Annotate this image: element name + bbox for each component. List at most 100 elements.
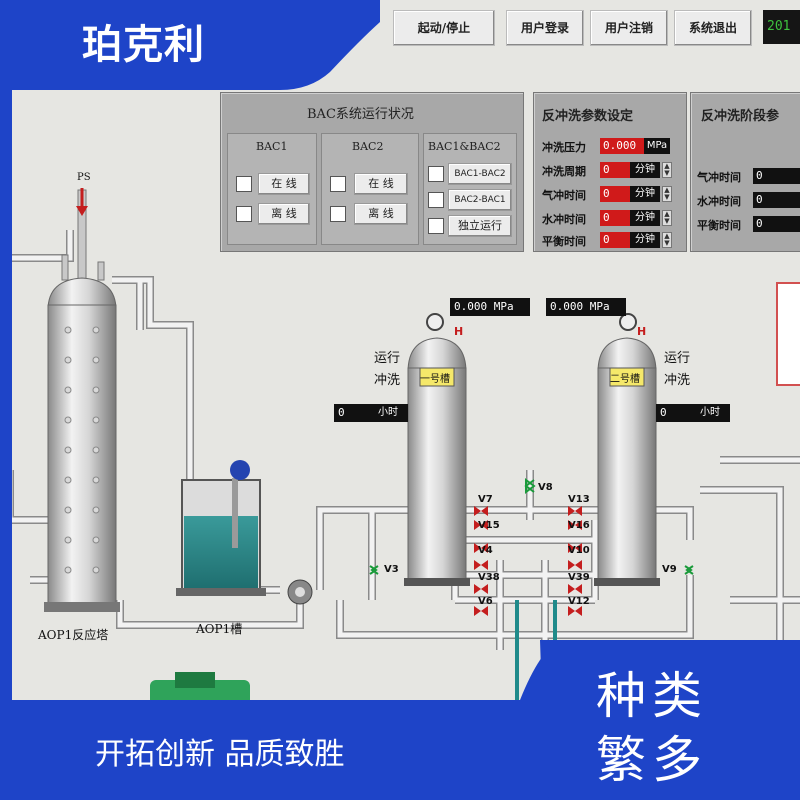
- water-wash-time-unit: 分钟: [630, 210, 660, 226]
- bac1-online-checkbox[interactable]: [236, 176, 252, 192]
- water-wash-time-value[interactable]: 0: [600, 210, 630, 226]
- tank1-hours-unit: 小时: [374, 404, 408, 422]
- wash-pressure-label: 冲洗压力: [542, 141, 586, 154]
- valve-v6[interactable]: V6: [478, 596, 493, 607]
- tank2-label: 二号槽: [610, 374, 640, 385]
- bac2-title: BAC2: [352, 140, 384, 153]
- bac1-title: BAC1: [256, 140, 288, 153]
- reactor-dots: [64, 326, 100, 574]
- water-wash-time-spinner[interactable]: ▲▼: [662, 210, 672, 226]
- system-exit-button[interactable]: 系统退出: [674, 10, 752, 46]
- tank1-pressure-display: 0.000 MPa: [450, 298, 530, 316]
- valve-v16[interactable]: V16: [568, 520, 590, 531]
- badge-line-1: 种类: [596, 667, 708, 725]
- start-stop-button[interactable]: 起动/停止: [393, 10, 495, 46]
- balance-time-spinner[interactable]: ▲▼: [662, 232, 672, 248]
- tank1-gauge-marker: H: [454, 325, 464, 338]
- stage-air-time-value: 0: [753, 168, 800, 184]
- air-wash-time-value[interactable]: 0: [600, 186, 630, 202]
- valve-v9[interactable]: V9: [662, 564, 677, 575]
- tank1-run-label: 运行: [373, 351, 400, 366]
- stage-water-time-label: 水冲时间: [697, 195, 741, 208]
- bac2-offline-button[interactable]: 离 线: [354, 203, 408, 225]
- tank2-wash-label: 冲洗: [663, 373, 690, 388]
- bac1-offline-button[interactable]: 离 线: [258, 203, 310, 225]
- bac1-bac2-button[interactable]: BAC1-BAC2: [448, 163, 512, 185]
- tank-2: [594, 313, 660, 586]
- bac1-bac2-checkbox[interactable]: [428, 166, 444, 182]
- slogan: 开拓创新 品质致胜: [95, 737, 345, 772]
- tank-1: [404, 313, 470, 586]
- bac2-bac1-button[interactable]: BAC2-BAC1: [448, 189, 512, 211]
- brand-name: 珀克利: [82, 22, 205, 68]
- bac-status-panel: BAC系统运行状况 BAC1 在 线 离 线 BAC2 在 线 离 线 BAC1…: [220, 92, 524, 252]
- wash-period-unit: 分钟: [630, 162, 660, 178]
- valve-markers: [474, 506, 582, 616]
- clock-display: 201: [763, 10, 800, 44]
- valve-v12[interactable]: V12: [568, 596, 590, 607]
- tank2-run-label: 运行: [663, 351, 690, 366]
- bac-both-group: BAC1&BAC2 BAC1-BAC2 BAC2-BAC1 独立运行: [423, 133, 517, 245]
- tank1-wash-label: 冲洗: [373, 373, 400, 388]
- stage-balance-time-value: 0: [753, 216, 800, 232]
- tank2-hours-unit: 小时: [696, 404, 730, 422]
- pump-icon: [287, 579, 313, 605]
- bac2-online-button[interactable]: 在 线: [354, 173, 408, 195]
- valve-v15[interactable]: V15: [478, 520, 500, 531]
- wash-pressure-value[interactable]: 0.000: [600, 138, 644, 154]
- independent-run-checkbox[interactable]: [428, 218, 444, 234]
- user-logout-button[interactable]: 用户注销: [590, 10, 668, 46]
- balance-time-label: 平衡时间: [542, 235, 586, 248]
- bac1-group: BAC1 在 线 离 线: [227, 133, 317, 245]
- backwash-settings-title: 反冲洗参数设定: [542, 109, 634, 124]
- tank1-label: 一号槽: [420, 374, 450, 385]
- air-wash-time-label: 气冲时间: [542, 189, 586, 202]
- valve-v4[interactable]: V4: [478, 545, 493, 556]
- air-wash-time-unit: 分钟: [630, 186, 660, 202]
- bac-both-title: BAC1&BAC2: [428, 140, 501, 153]
- wash-period-value[interactable]: 0: [600, 162, 630, 178]
- valve-v39[interactable]: V39: [568, 572, 590, 583]
- teal-pipes: [515, 600, 557, 700]
- tank1-hours-value: 0: [334, 404, 374, 422]
- bac2-group: BAC2 在 线 离 线: [321, 133, 419, 245]
- valve-v8[interactable]: V8: [538, 482, 553, 493]
- water-wash-time-label: 水冲时间: [542, 213, 586, 226]
- valve-v3[interactable]: V3: [384, 564, 399, 575]
- backwash-settings-panel: 反冲洗参数设定 冲洗压力 0.000 MPa 冲洗周期 0 分钟 ▲▼ 气冲时间…: [533, 92, 687, 252]
- valve-v7[interactable]: V7: [478, 494, 493, 505]
- independent-run-button[interactable]: 独立运行: [448, 215, 512, 237]
- green-valves: [369, 478, 694, 575]
- stage-water-time-value: 0: [753, 192, 800, 208]
- wash-period-spinner[interactable]: ▲▼: [662, 162, 672, 178]
- aop-tank-label: AOP1槽: [196, 622, 243, 636]
- reactor-label: AOP1反应塔: [38, 628, 109, 642]
- side-panel-edge: [776, 282, 800, 386]
- valve-v13[interactable]: V13: [568, 494, 590, 505]
- stage-air-time-label: 气冲时间: [697, 171, 741, 184]
- aop1-tank: [176, 460, 266, 596]
- wash-pressure-unit: MPa: [644, 138, 670, 154]
- air-wash-time-spinner[interactable]: ▲▼: [662, 186, 672, 202]
- aop1-reactor: [44, 189, 120, 612]
- stage-balance-time-label: 平衡时间: [697, 219, 741, 232]
- tank2-pressure-display: 0.000 MPa: [546, 298, 626, 316]
- bac2-offline-checkbox[interactable]: [330, 206, 346, 222]
- bac2-online-checkbox[interactable]: [330, 176, 346, 192]
- backwash-stage-title: 反冲洗阶段参: [701, 109, 780, 124]
- valve-v38[interactable]: V38: [478, 572, 500, 583]
- user-login-button[interactable]: 用户登录: [506, 10, 584, 46]
- bac1-offline-checkbox[interactable]: [236, 206, 252, 222]
- ps-label: PS: [77, 172, 91, 183]
- backwash-stage-panel: 反冲洗阶段参 气冲时间 0 水冲时间 0 平衡时间 0: [690, 92, 800, 252]
- wash-period-label: 冲洗周期: [542, 165, 586, 178]
- badge-line-2: 繁多: [596, 731, 708, 789]
- tank2-gauge-marker: H: [637, 325, 647, 338]
- balance-time-value[interactable]: 0: [600, 232, 630, 248]
- valve-v10[interactable]: V10: [568, 545, 590, 556]
- balance-time-unit: 分钟: [630, 232, 660, 248]
- bac1-online-button[interactable]: 在 线: [258, 173, 310, 195]
- bac2-bac1-checkbox[interactable]: [428, 192, 444, 208]
